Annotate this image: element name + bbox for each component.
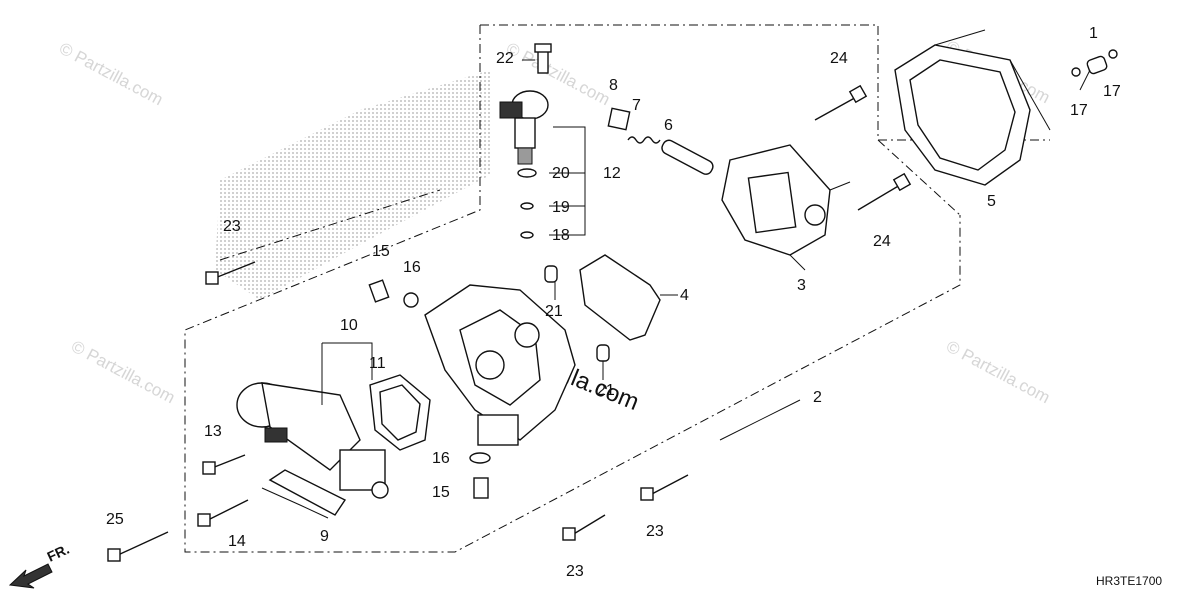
callout-23b: 23 (566, 563, 584, 580)
callout-24a: 24 (830, 50, 848, 67)
callout-15b: 15 (432, 484, 450, 501)
plug-15-16 (368, 279, 491, 499)
callout-11: 11 (369, 355, 386, 372)
bracket-9 (261, 469, 347, 519)
callout-3: 3 (797, 277, 806, 294)
callout-17b: 17 (1103, 83, 1121, 100)
bolts-24 (814, 84, 912, 211)
assembly-frames (184, 24, 1050, 553)
callout-17a: 17 (1070, 102, 1088, 119)
callout-14: 14 (228, 533, 246, 550)
part-1-17 (1071, 49, 1118, 77)
callout-21a: 21 (545, 303, 563, 320)
callout-7: 7 (632, 97, 641, 114)
callout-15a: 15 (372, 243, 390, 260)
watermark: © Partzilla.com (943, 337, 1053, 408)
front-label: FR. (45, 541, 72, 565)
gasket-4 (579, 254, 678, 341)
solenoid-12 (499, 43, 586, 239)
valve-small-parts (607, 107, 714, 175)
main-housing (424, 284, 576, 446)
callout-22: 22 (496, 50, 514, 67)
gasket-5 (894, 29, 1051, 186)
callout-2: 2 (813, 389, 822, 406)
dowels-21 (544, 265, 610, 362)
watermark: © Partzilla.com (68, 337, 178, 408)
callout-labels: 1 2 3 4 5 6 7 8 9 10 11 12 13 14 15 15 1… (106, 25, 1121, 580)
part-code: HR3TE1700 (1096, 574, 1162, 588)
callout-20: 20 (552, 165, 570, 182)
leader-lines (522, 59, 1091, 441)
callout-6: 6 (664, 117, 673, 134)
callout-12: 12 (603, 165, 621, 182)
callout-18: 18 (552, 227, 570, 244)
callout-19: 19 (552, 199, 570, 216)
callout-13: 13 (204, 423, 222, 440)
front-arrow: FR. (8, 541, 72, 589)
callout-24b: 24 (873, 233, 891, 250)
callout-16b: 16 (432, 450, 450, 467)
callout-23c: 23 (646, 523, 664, 540)
callout-1: 1 (1089, 25, 1098, 42)
callout-21b: 21 (597, 382, 615, 399)
solenoid-10 (236, 342, 431, 499)
callout-23a: 23 (223, 218, 241, 235)
shaded-region (215, 70, 490, 300)
callout-4: 4 (680, 287, 689, 304)
callout-5: 5 (987, 193, 996, 210)
callout-8: 8 (609, 77, 618, 94)
valve-body-3 (721, 144, 851, 271)
callout-25: 25 (106, 511, 124, 528)
bolts-lower (107, 261, 689, 562)
watermark: © Partzilla.com (56, 39, 166, 110)
callout-10: 10 (340, 317, 358, 334)
callout-9: 9 (320, 528, 329, 545)
callout-16a: 16 (403, 259, 421, 276)
